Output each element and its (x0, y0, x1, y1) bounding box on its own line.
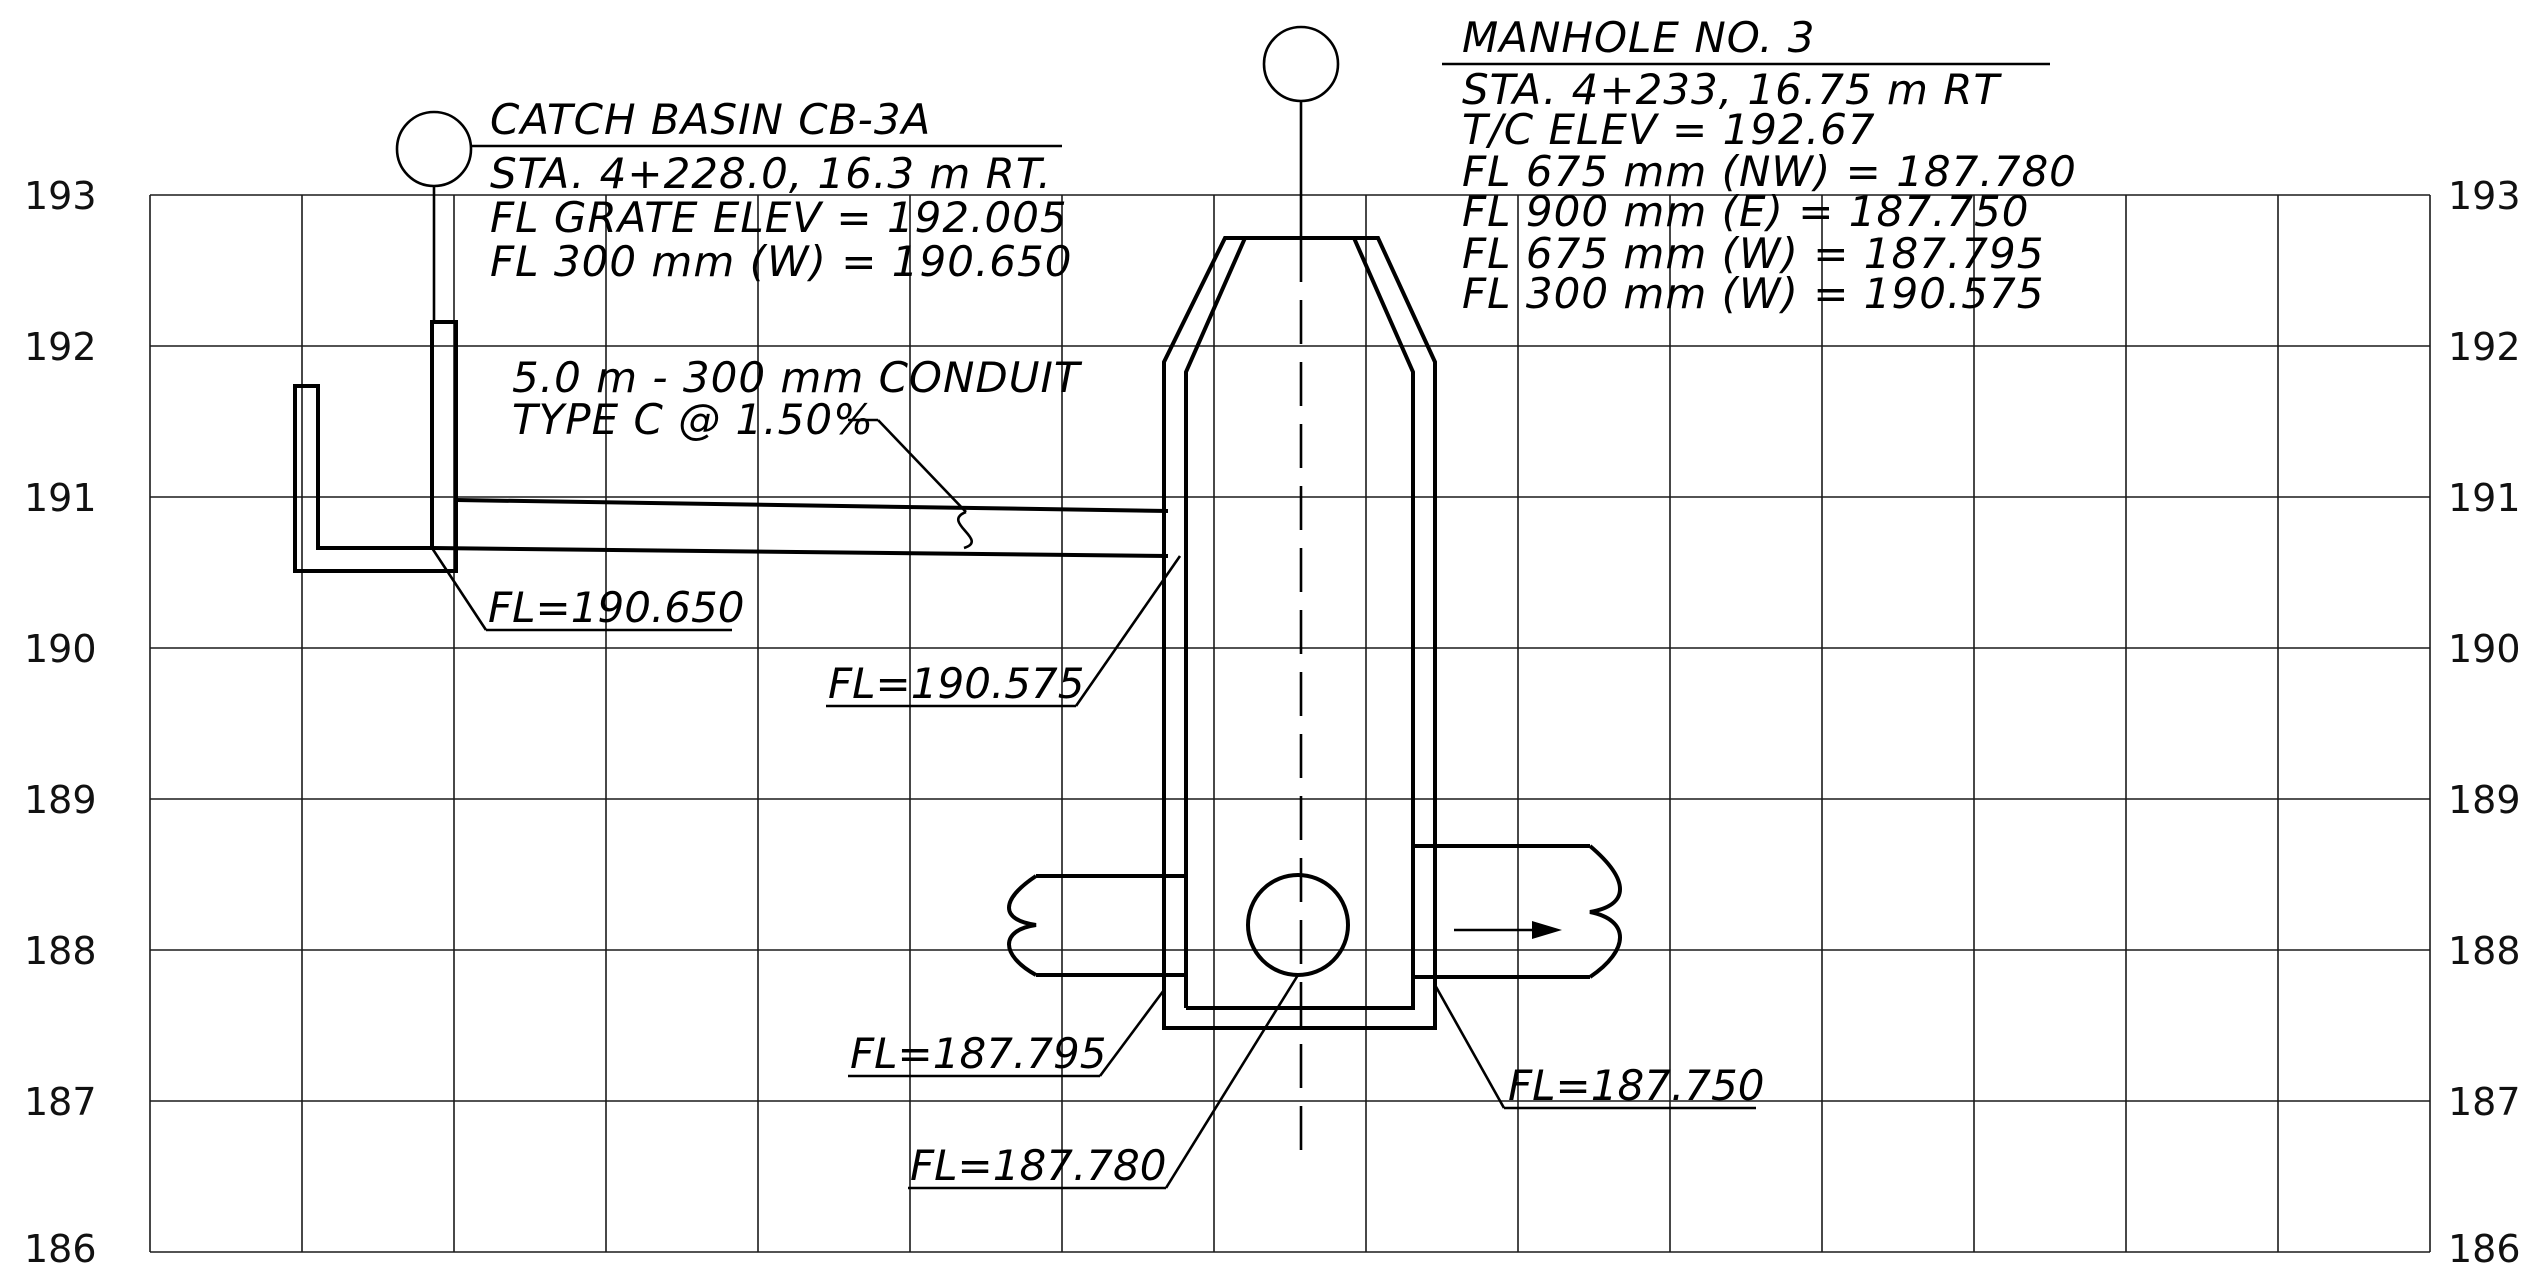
right-tick-189: 189 (2448, 778, 2521, 822)
left-tick-191: 191 (24, 476, 97, 520)
manhole-base-slab (1162, 985, 1437, 1030)
left-tick-189: 189 (24, 778, 97, 822)
grid-horizontal-lines (150, 194, 2430, 1253)
left-tick-188: 188 (24, 929, 97, 973)
right-tick-190: 190 (2448, 627, 2521, 671)
fl-187780-label: FL=187.780 (910, 1141, 1166, 1190)
manhole-title: MANHOLE NO. 3 (1462, 13, 1816, 62)
manhole-no-3: MANHOLE NO. 3 STA. 4+233, 16.75 m RT T/C… (1162, 13, 2077, 1165)
fl-190575-label: FL=190.575 (828, 659, 1084, 708)
catch-basin-station: STA. 4+228.0, 16.3 m RT. (490, 149, 1052, 198)
right-tick-187: 187 (2448, 1080, 2521, 1124)
right-tick-186: 186 (2448, 1227, 2521, 1266)
manhole-outer-wall (1162, 236, 1437, 985)
left-tick-192: 192 (24, 325, 97, 369)
manhole-fl-675-nw: FL 675 mm (NW) = 187.780 (1462, 147, 2077, 196)
manhole-fl-900-e: FL 900 mm (E) = 187.750 (1462, 187, 2029, 236)
catch-basin-title: CATCH BASIN CB-3A (490, 95, 931, 144)
conduit-top (455, 498, 1169, 513)
fl-190650-label: FL=190.650 (488, 583, 744, 632)
manhole-nw-pipe-circle (1246, 873, 1350, 977)
conduit-leader (877, 419, 967, 513)
catch-basin-grate-elev: FL GRATE ELEV = 192.005 (490, 193, 1068, 242)
left-tick-193: 193 (24, 174, 97, 218)
fl-187780-leader (1164, 974, 1300, 1189)
left-tick-186: 186 (24, 1227, 97, 1266)
conduit-break-symbol (957, 510, 973, 550)
conduit-300mm: 5.0 m - 300 mm CONDUIT TYPE C @ 1.50% (431, 353, 1169, 558)
right-tick-191: 191 (2448, 476, 2521, 520)
manhole-marker-circle (1262, 25, 1340, 103)
fl-187795-label: FL=187.795 (850, 1029, 1106, 1078)
fl-187795-leader (1098, 989, 1166, 1077)
conduit-bottom (431, 546, 1169, 558)
fl-190650-leader (430, 547, 488, 631)
flow-line-callouts: FL=190.650 FL=190.575 FL=187.795 FL=187.… (430, 547, 1764, 1190)
left-tick-190: 190 (24, 627, 97, 671)
east-pipe-900 (1413, 844, 1622, 979)
fl-187750-leader (1433, 984, 1506, 1109)
manhole-station: STA. 4+233, 16.75 m RT (1462, 65, 2002, 114)
grid (149, 194, 2431, 1253)
grid-vertical-lines (149, 195, 2431, 1252)
manhole-fl-675-w: FL 675 mm (W) = 187.795 (1462, 229, 2044, 278)
right-elevation-axis: 193 192 191 190 189 188 187 186 (2448, 174, 2521, 1266)
catch-basin-structure (293, 320, 458, 573)
west-pipe-break (1007, 874, 1038, 977)
right-tick-188: 188 (2448, 929, 2521, 973)
left-tick-187: 187 (24, 1080, 97, 1124)
conduit-label-line1: 5.0 m - 300 mm CONDUIT (512, 353, 1083, 402)
manhole-fl-300-w: FL 300 mm (W) = 190.575 (1462, 269, 2044, 318)
left-elevation-axis: 193 192 191 190 189 188 187 186 (24, 174, 97, 1266)
west-pipe-675 (1007, 874, 1186, 977)
conduit-label-line2: TYPE C @ 1.50% (512, 395, 874, 444)
flow-arrow-icon (1532, 921, 1562, 939)
catch-basin-marker-circle (395, 110, 473, 188)
fl-187750-label: FL=187.750 (1508, 1061, 1764, 1110)
fl-190575-leader (1074, 555, 1182, 707)
right-tick-192: 192 (2448, 325, 2521, 369)
right-tick-193: 193 (2448, 174, 2521, 218)
manhole-inner-wall (1184, 237, 1415, 1010)
east-pipe-break (1588, 844, 1622, 979)
catch-basin-cb-3a: CATCH BASIN CB-3A STA. 4+228.0, 16.3 m R… (293, 95, 1072, 573)
catch-basin-fl-300: FL 300 mm (W) = 190.650 (490, 237, 1072, 286)
manhole-tc-elev: T/C ELEV = 192.67 (1462, 105, 1876, 154)
